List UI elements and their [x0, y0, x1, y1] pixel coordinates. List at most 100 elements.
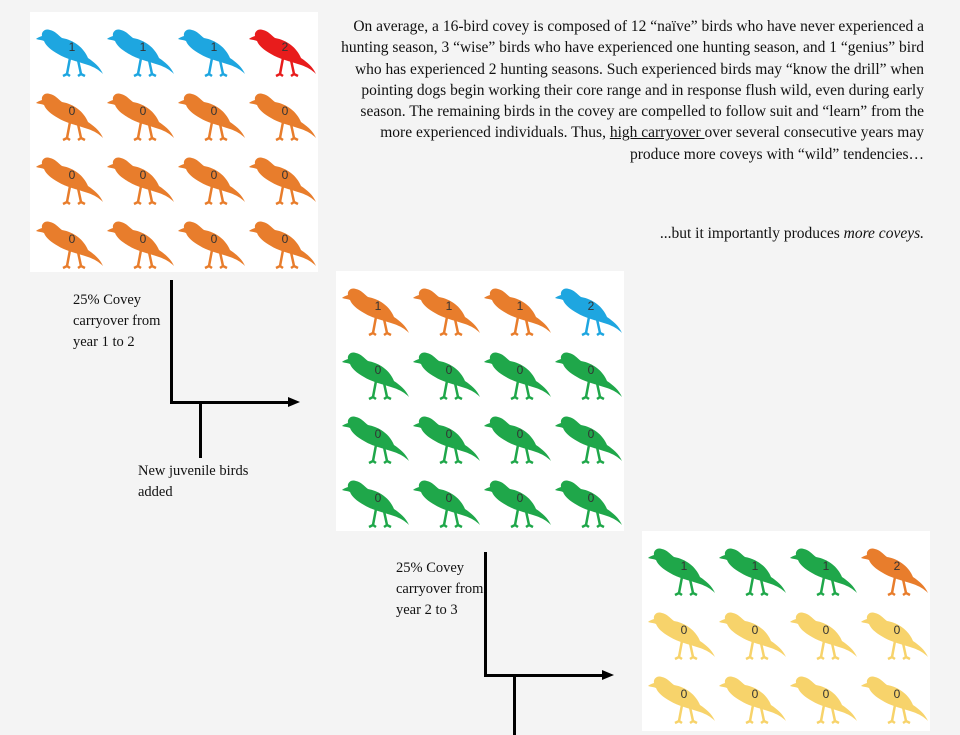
- bird-age-label: 0: [587, 427, 595, 441]
- quail-icon: 0: [861, 665, 929, 725]
- quail-icon: 0: [36, 82, 104, 142]
- quail-icon: 2: [555, 277, 623, 337]
- bird-age-label: 0: [516, 491, 524, 505]
- bird-age-label: 0: [893, 687, 901, 701]
- flow-arrow-line-1: [170, 401, 290, 404]
- bird-age-label: 0: [822, 687, 830, 701]
- bird-age-label: 0: [68, 168, 76, 182]
- juvenile-label: New juvenile birds added: [138, 463, 249, 500]
- quail-icon: 0: [249, 146, 317, 206]
- quail-icon: 0: [719, 601, 787, 661]
- bird-age-label: 1: [680, 559, 688, 573]
- bird-age-label: 0: [445, 363, 453, 377]
- quail-icon: 1: [413, 277, 481, 337]
- bird-age-label: 1: [751, 559, 759, 573]
- bird-age-label: 1: [822, 559, 830, 573]
- bird-age-label: 2: [281, 40, 289, 54]
- bird-age-label: 2: [893, 559, 901, 573]
- quail-icon: 0: [107, 210, 175, 270]
- bird-age-label: 1: [68, 40, 76, 54]
- carryover-line-1-2: [170, 280, 173, 404]
- bird-age-label: 1: [210, 40, 218, 54]
- quail-icon: 1: [648, 537, 716, 597]
- quail-icon: 1: [790, 537, 858, 597]
- quail-icon: 1: [342, 277, 410, 337]
- bird-age-label: 0: [751, 623, 759, 637]
- bird-age-label: 1: [516, 299, 524, 313]
- bird-age-label: 0: [374, 427, 382, 441]
- quail-icon: 0: [484, 341, 552, 401]
- bird-age-label: 1: [445, 299, 453, 313]
- quail-icon: 2: [249, 18, 317, 78]
- bird-age-label: 0: [281, 232, 289, 246]
- quail-icon: 1: [36, 18, 104, 78]
- bird-age-label: 0: [139, 232, 147, 246]
- quail-icon: 0: [107, 82, 175, 142]
- bird-age-label: 0: [210, 104, 218, 118]
- conclusion-text: ...but it importantly produces more cove…: [340, 225, 924, 243]
- bird-age-label: 0: [822, 623, 830, 637]
- quail-icon: 0: [790, 665, 858, 725]
- bird-age-label: 0: [281, 104, 289, 118]
- bird-age-label: 0: [210, 232, 218, 246]
- bird-age-label: 2: [587, 299, 595, 313]
- quail-icon: 0: [107, 146, 175, 206]
- bird-age-label: 0: [210, 168, 218, 182]
- bird-age-label: 0: [893, 623, 901, 637]
- quail-icon: 0: [790, 601, 858, 661]
- quail-icon: 0: [342, 405, 410, 465]
- quail-icon: 0: [413, 469, 481, 529]
- quail-icon: 0: [178, 210, 246, 270]
- quail-icon: 1: [178, 18, 246, 78]
- bird-age-label: 0: [587, 363, 595, 377]
- bird-age-label: 0: [445, 491, 453, 505]
- carryover-label-1-2: 25% Covey carryover from year 1 to 2: [73, 292, 161, 350]
- bird-age-label: 0: [680, 623, 688, 637]
- carryover-line-2-3: [484, 552, 487, 677]
- bird-age-label: 0: [587, 491, 595, 505]
- quail-icon: 0: [555, 405, 623, 465]
- quail-icon: 0: [555, 341, 623, 401]
- bird-age-label: 1: [374, 299, 382, 313]
- carryover-label-2-3: 25% Covey carryover from year 2 to 3: [396, 560, 484, 618]
- quail-icon: 0: [648, 665, 716, 725]
- quail-icon: 0: [413, 405, 481, 465]
- quail-icon: 0: [648, 601, 716, 661]
- quail-icon: 0: [484, 405, 552, 465]
- quail-icon: 0: [719, 665, 787, 725]
- covey-year-3: 1 1 1 2 0 0 0 0 0 0 0 0: [642, 531, 930, 731]
- quail-icon: 0: [178, 146, 246, 206]
- flow-arrowhead-1: [288, 397, 300, 407]
- bird-age-label: 0: [68, 104, 76, 118]
- quail-icon: 0: [484, 469, 552, 529]
- bird-age-label: 0: [751, 687, 759, 701]
- bird-age-label: 0: [374, 491, 382, 505]
- flow-arrow-line-2: [484, 674, 604, 677]
- quail-icon: 0: [342, 469, 410, 529]
- bird-age-label: 0: [374, 363, 382, 377]
- quail-icon: 0: [342, 341, 410, 401]
- quail-icon: 0: [861, 601, 929, 661]
- intro-underlined-text: high carryover: [609, 124, 705, 142]
- bird-age-label: 0: [516, 427, 524, 441]
- quail-icon: 0: [36, 146, 104, 206]
- bird-age-label: 0: [281, 168, 289, 182]
- bird-age-label: 1: [139, 40, 147, 54]
- covey-year-2: 1 1 1 2 0 0 0 0 0 0 0 0 0 0 0 0: [336, 271, 624, 531]
- bird-age-label: 0: [139, 104, 147, 118]
- flow-arrowhead-2: [602, 670, 614, 680]
- conclusion-prefix: ...but it importantly produces: [659, 225, 844, 242]
- quail-icon: 0: [249, 210, 317, 270]
- quail-icon: 0: [36, 210, 104, 270]
- bird-age-label: 0: [445, 427, 453, 441]
- quail-icon: 0: [178, 82, 246, 142]
- intro-paragraph: On average, a 16-bird covey is composed …: [340, 16, 924, 165]
- intro-text-1: On average, a 16-bird covey is composed …: [341, 18, 924, 142]
- conclusion-emphasis: more coveys.: [843, 225, 924, 242]
- quail-icon: 0: [249, 82, 317, 142]
- quail-icon: 0: [413, 341, 481, 401]
- quail-icon: 1: [484, 277, 552, 337]
- quail-icon: 1: [107, 18, 175, 78]
- bird-age-label: 0: [680, 687, 688, 701]
